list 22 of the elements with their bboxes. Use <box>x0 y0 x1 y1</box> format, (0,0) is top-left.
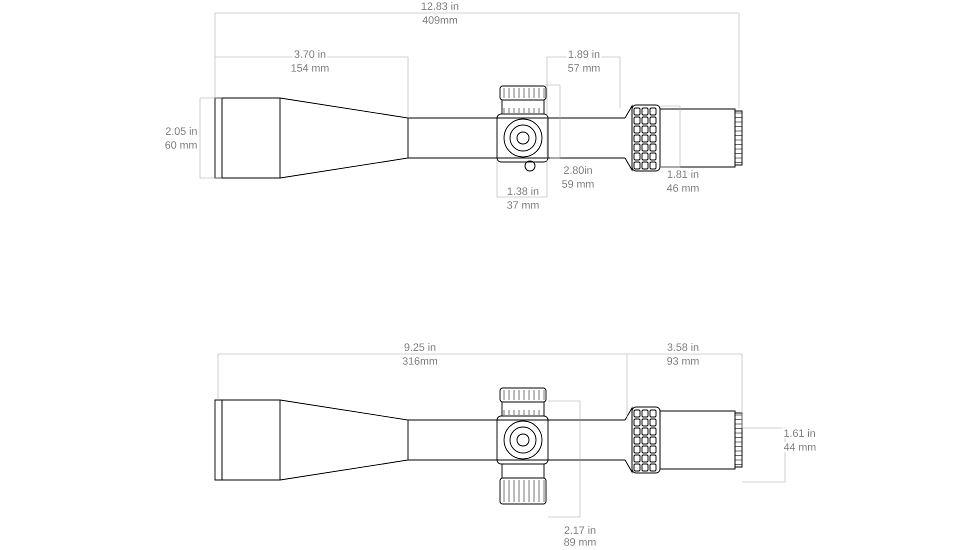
dimension-label: 46 mm <box>665 182 701 194</box>
dimension-label: 2.17 in <box>562 524 598 536</box>
dimension-label: 57 mm <box>566 62 602 74</box>
dimension-label: 154 mm <box>289 62 331 74</box>
dimension-label: 12.83 in <box>420 0 460 12</box>
dimension-label: 2.80in <box>562 164 594 176</box>
dimension-label: 2.05 in <box>164 126 199 136</box>
dimension-label: 9.25 in <box>402 342 438 352</box>
dimension-label: 1.61 in <box>782 428 817 438</box>
dimension-label: 89 mm <box>562 536 598 548</box>
dimension-label: 409mm <box>420 14 460 26</box>
dimension-label: 3.70 in <box>292 48 328 60</box>
dimension-label: 59 mm <box>560 178 596 190</box>
dimension-label: 60 mm <box>163 140 199 150</box>
dimension-label: 37 mm <box>505 200 541 210</box>
dimension-label: 1.81 in <box>666 168 700 180</box>
dimension-label: 316mm <box>400 356 440 366</box>
dimension-label: 3.58 in <box>666 342 700 352</box>
dimension-label: 44 mm <box>782 442 818 452</box>
dimension-label: 1.38 in <box>506 186 540 196</box>
dimension-label: 1.89 in <box>566 48 602 60</box>
dimension-label: 93 mm <box>665 356 701 366</box>
